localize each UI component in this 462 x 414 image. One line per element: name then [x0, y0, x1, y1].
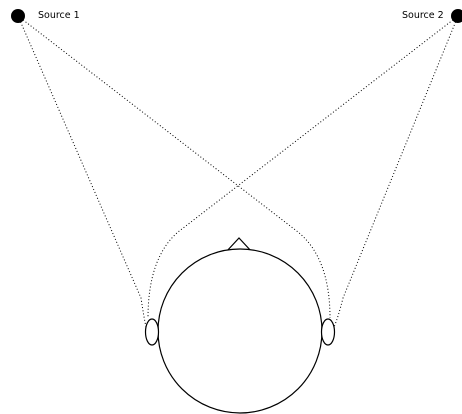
- left-ear: [146, 319, 159, 345]
- right-ear: [322, 319, 335, 345]
- head: [158, 249, 322, 413]
- source-1-label: Source 1: [38, 10, 80, 21]
- path-source-2-to-right-ear: [334, 16, 458, 327]
- source-1-marker: [11, 9, 25, 23]
- source-2-marker: [451, 9, 462, 23]
- source-2-label: Source 2: [402, 10, 444, 21]
- path-source-1-to-left-ear: [18, 16, 146, 327]
